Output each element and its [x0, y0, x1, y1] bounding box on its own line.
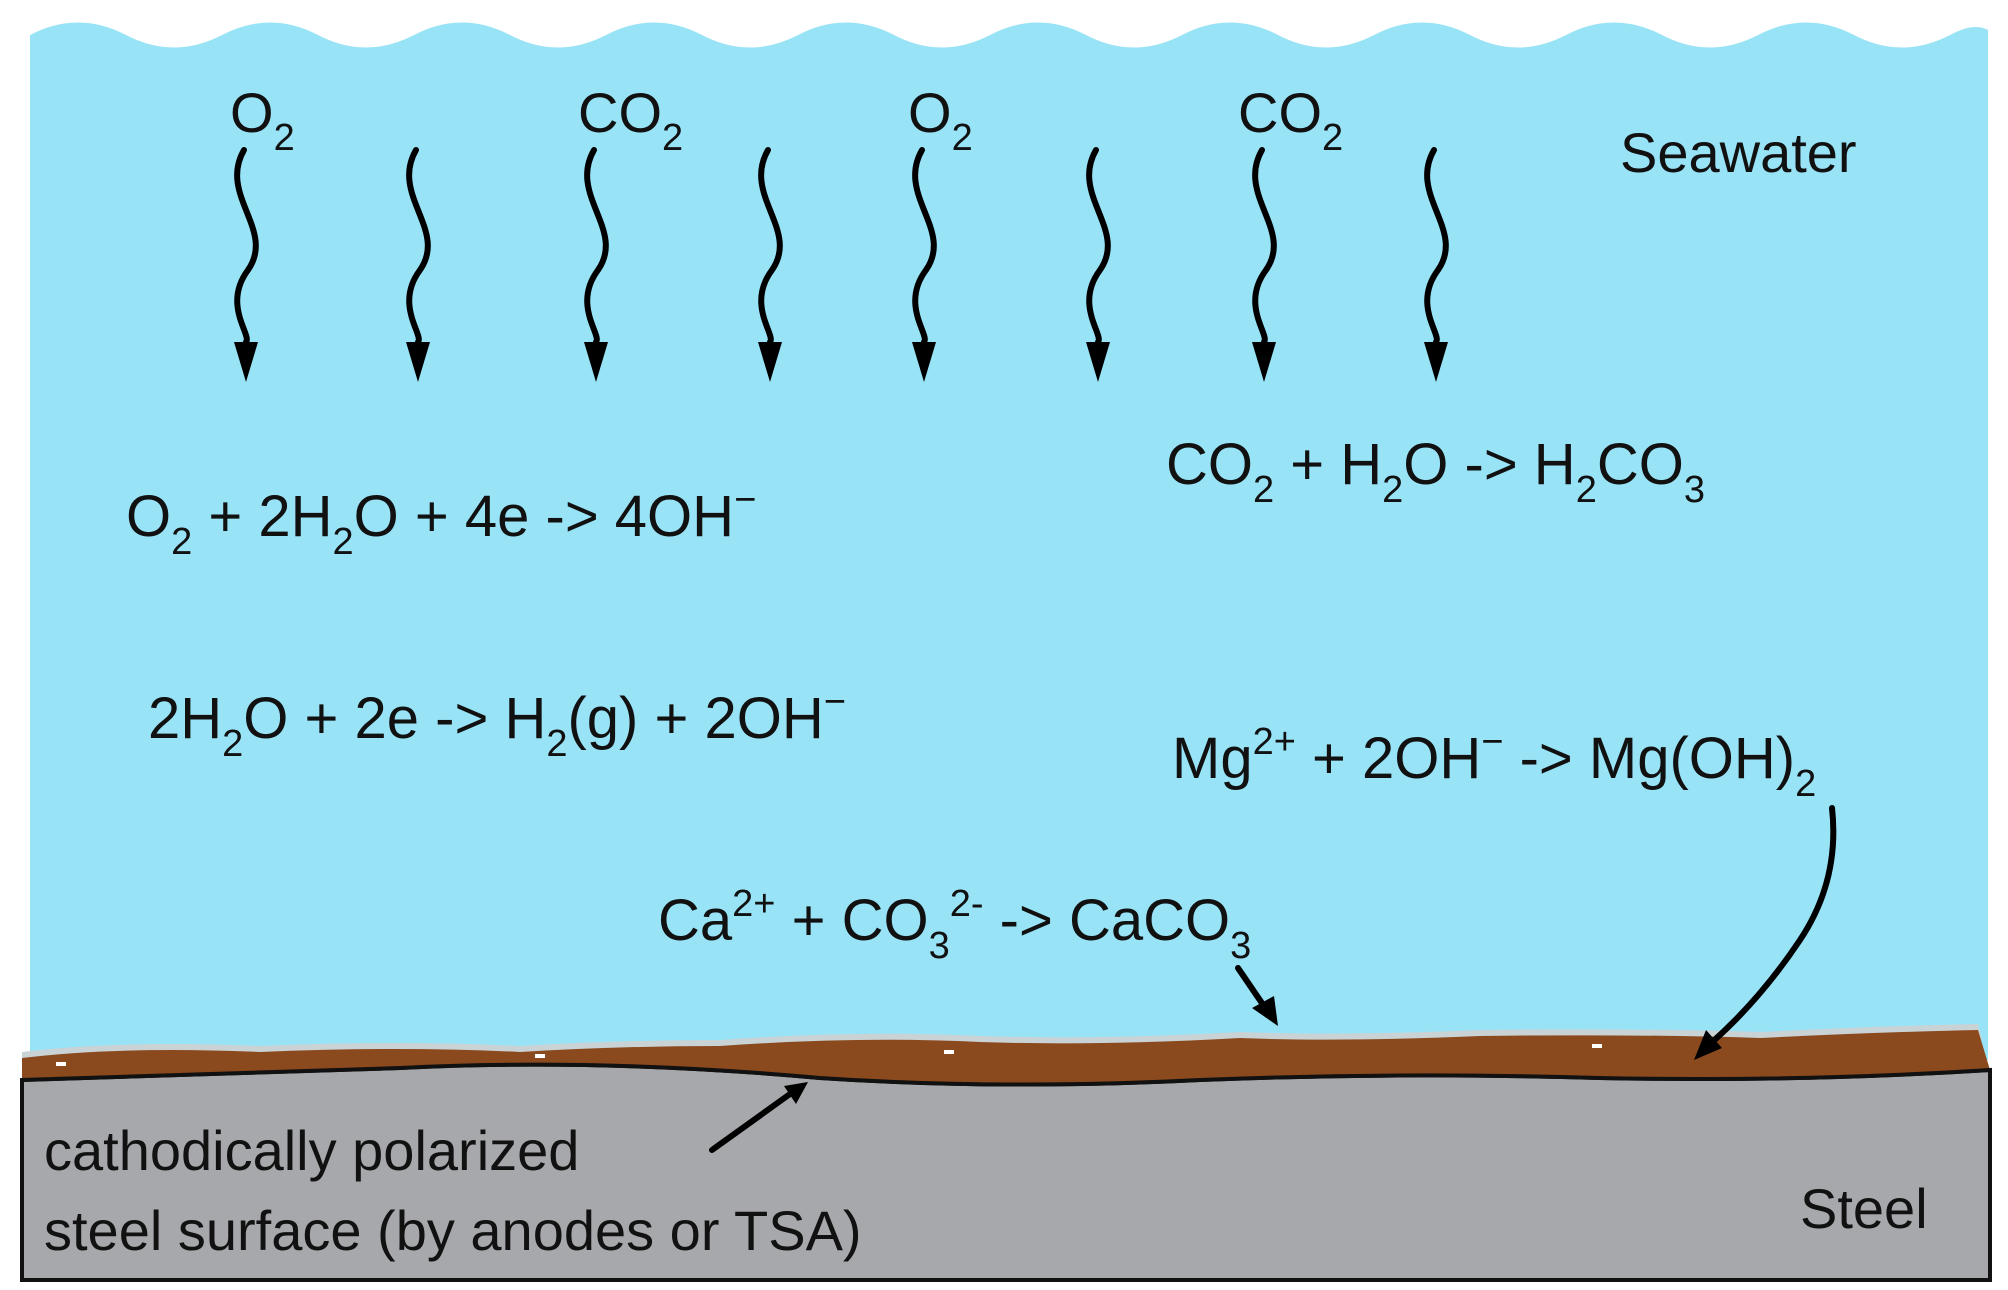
pointer-arrows — [709, 805, 1837, 1153]
surface-caption-line2: steel surface (by anodes or TSA) — [44, 1199, 862, 1262]
deposit-specks — [56, 1044, 1602, 1066]
oxygen-reduction-part: 2 — [171, 521, 192, 563]
gas-label-o2-1: O2 — [230, 81, 295, 159]
equation-carbonic-acid: CO2 + H2O -> H2CO3 — [1166, 432, 1705, 511]
diffusion-arrow — [1086, 147, 1111, 345]
oxygen-reduction-part: O + 4e -> 4OH — [354, 484, 734, 549]
oxygen-reduction-part: 2 — [333, 521, 354, 563]
magnesium-hydroxide-part: -> Mg(OH) — [1503, 726, 1795, 791]
water-reduction-part: O + 2e -> H — [243, 686, 546, 751]
carbonic-acid-part: + H — [1274, 432, 1382, 497]
diffusion-arrow — [584, 147, 609, 345]
equation-calcium-carbonate: Ca2+ + CO32- -> CaCO3 — [658, 883, 1251, 967]
carbonic-acid-part: 3 — [1684, 469, 1705, 511]
diffusion-arrowhead — [912, 342, 936, 382]
magnesium-hydroxide-part: + 2OH — [1296, 726, 1481, 791]
diffusion-arrowhead — [234, 342, 258, 382]
mgoh2-arrowhead — [1694, 1030, 1722, 1060]
caco3-arrowhead — [1252, 996, 1278, 1026]
diffusion-arrowhead — [1424, 342, 1448, 382]
calcium-carbonate-part: 2+ — [732, 883, 775, 925]
seawater-label: Seawater — [1620, 121, 1857, 184]
water-reduction-part: (g) + 2OH — [567, 686, 823, 751]
water-reduction-part: 2 — [222, 723, 243, 765]
diffusion-arrowhead — [406, 342, 430, 382]
carbonic-acid-part: O -> H — [1403, 432, 1575, 497]
calcium-carbonate-part: Ca — [658, 888, 733, 953]
gas-label-co2-1: CO2 — [578, 81, 683, 159]
water-reduction-part: 2H — [148, 686, 222, 751]
calcareous-deposit-layer — [22, 1030, 1990, 1085]
calcium-carbonate-part: 3 — [929, 925, 950, 967]
carbonic-acid-part: 2 — [1253, 469, 1274, 511]
diffusion-arrowhead — [1086, 342, 1110, 382]
diffusion-arrow — [234, 147, 259, 345]
diffusion-arrowhead — [584, 342, 608, 382]
diffusion-arrow — [758, 147, 783, 345]
magnesium-hydroxide-part: 2 — [1795, 763, 1816, 805]
diffusion-arrow — [406, 147, 431, 345]
calcium-carbonate-part: 3 — [1230, 925, 1251, 967]
calcium-carbonate-part: -> CaCO — [984, 888, 1231, 953]
oxygen-reduction-part: O — [126, 484, 171, 549]
diffusion-arrows — [234, 147, 1449, 382]
surface-arrowhead — [784, 1082, 808, 1104]
carbonic-acid-part: 2 — [1382, 469, 1403, 511]
diffusion-arrow — [1424, 147, 1449, 345]
magnesium-hydroxide-part: − — [1481, 721, 1503, 763]
oxygen-reduction-part: + 2H — [192, 484, 332, 549]
diffusion-arrowhead — [758, 342, 782, 382]
gas-label-o2-2: O2 — [908, 81, 973, 159]
steel-label: Steel — [1800, 1177, 1928, 1240]
carbonic-acid-part: CO — [1597, 432, 1684, 497]
steel-surface-line — [21, 1062, 1991, 1087]
carbonic-acid-part: CO — [1166, 432, 1253, 497]
equation-oxygen-reduction: O2 + 2H2O + 4e -> 4OH− — [126, 479, 756, 563]
surface-pointer-arrow — [709, 1091, 793, 1153]
mgoh2-pointer-arrow — [1707, 805, 1837, 1047]
gas-label-co2-2: CO2 — [1238, 81, 1343, 159]
seawater-region — [30, 22, 1988, 1060]
calcium-carbonate-part: 2- — [950, 883, 984, 925]
diffusion-arrowhead — [1252, 342, 1276, 382]
magnesium-hydroxide-part: Mg — [1172, 726, 1253, 791]
diffusion-arrow — [912, 147, 937, 345]
calcium-carbonate-part: + CO — [775, 888, 928, 953]
diffusion-arrow — [1252, 147, 1277, 345]
oxygen-reduction-part: − — [734, 479, 756, 521]
water-reduction-part: 2 — [546, 723, 567, 765]
magnesium-hydroxide-part: 2+ — [1253, 721, 1296, 763]
surface-caption-line1: cathodically polarized — [44, 1119, 579, 1182]
carbonic-acid-part: 2 — [1576, 469, 1597, 511]
equation-water-reduction: 2H2O + 2e -> H2(g) + 2OH− — [148, 681, 846, 765]
water-reduction-part: − — [824, 681, 846, 723]
equation-magnesium-hydroxide: Mg2+ + 2OH− -> Mg(OH)2 — [1172, 721, 1816, 805]
dissolved-gas-labels: O2 CO2 O2 CO2 — [230, 81, 1343, 159]
